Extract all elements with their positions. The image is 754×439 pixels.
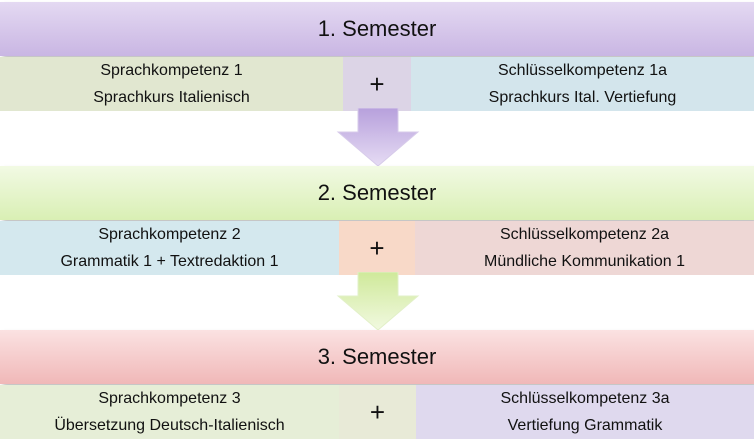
semester-2-right-title: Schlüsselkompetenz 2a — [500, 225, 669, 243]
semester-1-title: 1. Semester — [317, 16, 437, 41]
semester-2-left-course: Grammatik 1 + Textredaktion 1 — [60, 252, 279, 270]
semester-3-right-module: Schlüsselkompetenz 3a Vertiefung Grammat… — [416, 385, 754, 439]
down-arrow-2-icon — [336, 272, 420, 331]
semester-3-left-title: Sprachkompetenz 3 — [98, 389, 241, 407]
semester-1-left-title: Sprachkompetenz 1 — [100, 61, 243, 79]
down-arrow-1-icon — [336, 108, 420, 167]
semester-2-modules: Sprachkompetenz 2 Grammatik 1 + Textreda… — [0, 221, 754, 275]
semester-2-right-module: Schlüsselkompetenz 2a Mündliche Kommunik… — [415, 221, 754, 275]
semester-1-left-course: Sprachkurs Italienisch — [93, 88, 250, 106]
semester-2-left-title: Sprachkompetenz 2 — [98, 225, 241, 243]
semester-3-left-module: Sprachkompetenz 3 Übersetzung Deutsch-It… — [0, 385, 339, 439]
semester-1-right-course: Sprachkurs Ital. Vertiefung — [488, 88, 677, 106]
semester-2-header: 2. Semester — [0, 166, 754, 220]
semester-1-plus: + — [343, 57, 411, 111]
semester-2-title: 2. Semester — [317, 180, 437, 205]
semester-3-header: 3. Semester — [0, 330, 754, 384]
semester-2-left-module: Sprachkompetenz 2 Grammatik 1 + Textreda… — [0, 221, 339, 275]
semester-2-right-course: Mündliche Kommunikation 1 — [484, 252, 685, 270]
semester-3-plus: + — [339, 385, 416, 439]
semester-3-title: 3. Semester — [317, 344, 437, 369]
semester-3-right-title: Schlüsselkompetenz 3a — [500, 389, 670, 407]
semester-1-left-module: Sprachkompetenz 1 Sprachkurs Italienisch — [0, 57, 343, 111]
semester-1-modules: Sprachkompetenz 1 Sprachkurs Italienisch… — [0, 57, 754, 111]
semester-2-plus: + — [339, 221, 415, 275]
semester-1-right-module: Schlüsselkompetenz 1a Sprachkurs Ital. V… — [411, 57, 754, 111]
semester-3-modules: Sprachkompetenz 3 Übersetzung Deutsch-It… — [0, 385, 754, 439]
semester-1-right-title: Schlüsselkompetenz 1a — [498, 61, 667, 79]
semester-3-right-course: Vertiefung Grammatik — [507, 416, 663, 434]
semester-1-header: 1. Semester — [0, 2, 754, 56]
semester-3-left-course: Übersetzung Deutsch-Italienisch — [54, 416, 285, 434]
